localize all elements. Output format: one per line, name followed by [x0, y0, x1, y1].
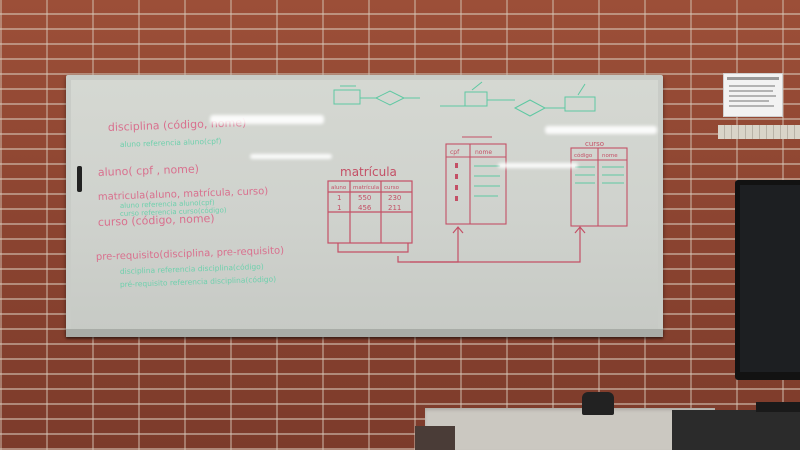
light-reflection: [545, 126, 657, 134]
light-reflection: [250, 154, 332, 159]
notice-line: [729, 85, 775, 87]
ref-note-prerequisito: pré-requisito referencia disciplina(códi…: [120, 275, 277, 289]
aluno-table-header-cpf: cpf: [450, 149, 460, 156]
notice-line: [729, 105, 774, 107]
stapler: [582, 392, 614, 415]
computer-monitor: [735, 180, 800, 380]
notice-heading: [727, 77, 779, 80]
notice-line: [729, 95, 776, 97]
ref-note-aluno: aluno referencia aluno(cpf): [120, 199, 215, 210]
table-header-matricula: matrícula: [353, 184, 379, 191]
desk: [425, 408, 715, 450]
board-clip: [77, 166, 82, 192]
aluno-table-entries: [474, 165, 500, 197]
table-cell: 211: [388, 204, 401, 212]
light-reflection: [210, 115, 324, 124]
notice-line: [729, 100, 769, 102]
matricula-table-grid: [327, 180, 586, 263]
ref-note-curso: curso referencia curso(código): [120, 206, 227, 218]
curso-table-header-codigo: código: [574, 152, 593, 159]
curso-table-title: curso: [585, 140, 604, 148]
curso-table-header-nome: nome: [602, 153, 618, 159]
table-cell: 550: [358, 194, 371, 202]
curso-table-entries: [575, 166, 624, 184]
ref-note-disciplina-2: disciplina referencia disciplina(código): [120, 262, 264, 276]
notice-line: [729, 90, 773, 92]
table-cell: 456: [358, 204, 372, 212]
schema-line-prerequisito: pre-requisito(disciplina, pre-requisito): [96, 245, 285, 263]
table-header-aluno: aluno: [331, 185, 347, 191]
matricula-table-title: matrícula: [340, 165, 397, 179]
monitor-screen: [740, 185, 800, 372]
table-cell: 1: [337, 194, 341, 202]
posted-notice: [723, 73, 783, 117]
aluno-table-header-nome: nome: [475, 149, 492, 156]
keyboard: [756, 402, 800, 412]
table-cell: 230: [388, 194, 401, 202]
whiteboard-surface: [71, 80, 658, 330]
schema-line-curso: curso (código, nome): [98, 212, 215, 229]
whiteboard: [66, 75, 663, 335]
whiteboard-tray: [66, 329, 663, 337]
computer-desk: [672, 410, 800, 450]
aluno-table-grid: [445, 136, 507, 225]
light-reflection: [498, 163, 578, 168]
schema-line-aluno: aluno( cpf , nome): [98, 162, 200, 179]
schema-line-matricula: matricula(aluno, matrícula, curso): [98, 185, 269, 203]
table-header-curso: curso: [384, 185, 400, 191]
chair-back: [415, 426, 455, 450]
curso-table-grid: [570, 147, 628, 227]
wall-strip: [718, 125, 800, 139]
er-diagram-sketch: [333, 81, 596, 117]
table-cell: 1: [337, 204, 341, 212]
ref-note-disciplina: aluno referencia aluno(cpf): [120, 136, 222, 149]
aluno-table-cpf-marks: [455, 163, 458, 201]
